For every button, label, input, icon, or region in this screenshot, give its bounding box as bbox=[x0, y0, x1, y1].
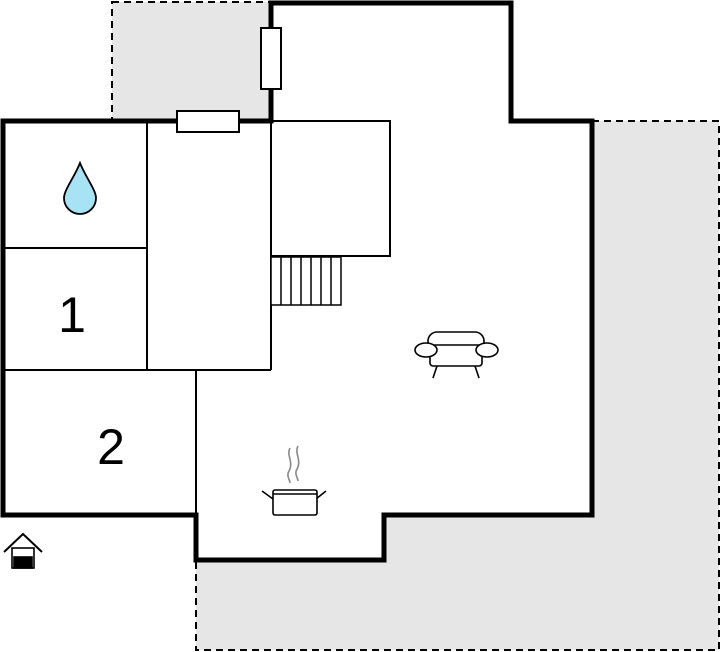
closet-block bbox=[270, 120, 391, 257]
staircase-icon bbox=[270, 256, 342, 306]
window-east bbox=[260, 27, 282, 90]
terrace-north bbox=[111, 1, 272, 121]
sofa-icon bbox=[414, 331, 499, 379]
cooking-pot-icon bbox=[261, 445, 327, 516]
room-label-bedroom-1: 1 bbox=[58, 287, 86, 343]
interior-walls bbox=[3, 120, 391, 515]
terrace-east-south bbox=[195, 120, 720, 651]
room-label-bedroom-2: 2 bbox=[97, 419, 125, 475]
water-drop-icon bbox=[63, 160, 97, 215]
window-north bbox=[176, 110, 240, 133]
entrance-icon bbox=[3, 532, 43, 569]
exterior-walls bbox=[0, 0, 595, 563]
